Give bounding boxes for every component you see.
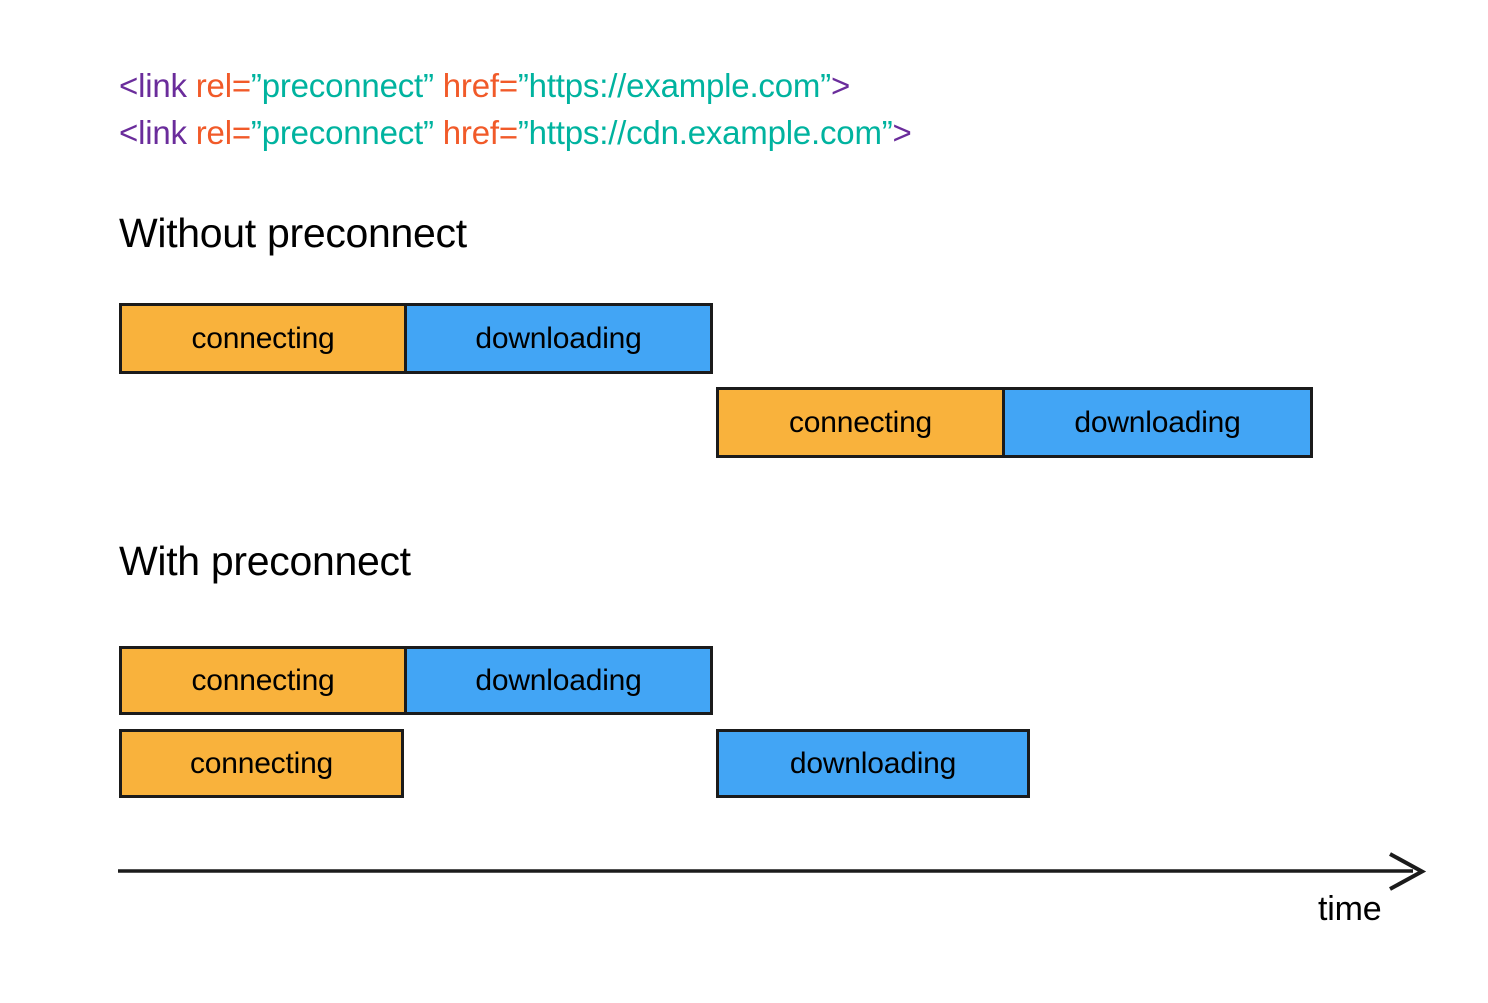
timeline-bar-connecting: connecting	[119, 303, 404, 374]
code-line-1: <link rel=”preconnect” href=”https://exa…	[119, 62, 912, 109]
timeline-bar-connecting: connecting	[119, 729, 404, 798]
code-token: href=	[442, 114, 518, 151]
timeline-bar-label: downloading	[1074, 405, 1241, 439]
code-token: <link	[119, 114, 187, 151]
section-heading-without-preconnect: Without preconnect	[119, 210, 467, 256]
timeline-bar-downloading: downloading	[404, 303, 713, 374]
code-token: ”https://cdn.example.com”	[517, 114, 893, 151]
code-token: ”https://example.com”	[517, 67, 831, 104]
code-token: ”preconnect”	[250, 67, 434, 104]
code-token: <link	[119, 67, 187, 104]
code-token	[434, 67, 443, 104]
timeline-bar-connecting: connecting	[119, 646, 404, 715]
time-axis	[118, 852, 1428, 894]
time-axis-label: time	[1318, 890, 1382, 928]
timeline-bar-downloading: downloading	[1002, 387, 1313, 458]
code-snippet: <link rel=”preconnect” href=”https://exa…	[119, 62, 912, 156]
code-line-2: <link rel=”preconnect” href=”https://cdn…	[119, 109, 912, 156]
timeline-bar-label: connecting	[788, 405, 933, 439]
timeline-bar-label: downloading	[475, 663, 642, 697]
timeline-bar-label: downloading	[789, 746, 957, 780]
code-token	[434, 114, 443, 151]
code-token: ”preconnect”	[250, 114, 434, 151]
code-token	[187, 67, 196, 104]
code-token: rel=	[195, 67, 251, 104]
timeline-bar-downloading: downloading	[404, 646, 713, 715]
code-token: href=	[442, 67, 518, 104]
code-token	[187, 114, 196, 151]
code-token: >	[830, 67, 851, 104]
timeline-bar-label: connecting	[189, 746, 334, 780]
section-heading-with-preconnect: With preconnect	[119, 538, 411, 584]
timeline-bar-label: downloading	[475, 321, 642, 355]
code-token: rel=	[195, 114, 251, 151]
timeline-bar-label: connecting	[191, 663, 335, 697]
code-token: >	[892, 114, 912, 151]
timeline-bar-connecting: connecting	[716, 387, 1002, 458]
timeline-bar-downloading: downloading	[716, 729, 1030, 798]
timeline-bar-label: connecting	[191, 321, 335, 355]
